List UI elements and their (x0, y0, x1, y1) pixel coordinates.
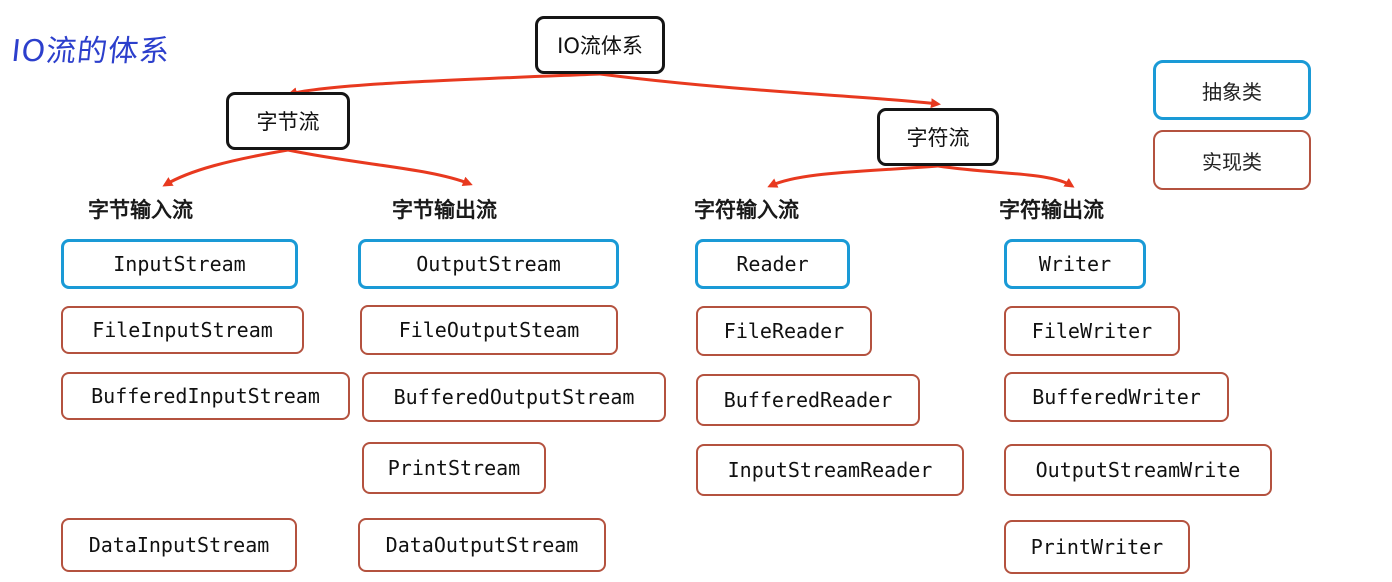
class-box-impl: BufferedOutputStream (362, 372, 666, 422)
class-box-impl: PrintWriter (1004, 520, 1190, 574)
class-box-impl: FileReader (696, 306, 872, 356)
class-box-abstract: OutputStream (358, 239, 619, 289)
class-box-impl: OutputStreamWrite (1004, 444, 1272, 496)
arrow-root-to-char (599, 72, 941, 109)
arrow-char-to-char-output (937, 164, 1075, 188)
arrow-byte-to-byte-output (287, 148, 473, 187)
class-box-impl: FileInputStream (61, 306, 304, 354)
char-input-heading: 字符输入流 (694, 198, 799, 222)
class-box-abstract: Reader (695, 239, 850, 289)
class-box-impl: InputStreamReader (696, 444, 964, 496)
class-box-impl: BufferedWriter (1004, 372, 1229, 422)
arrow-root-to-byte (287, 72, 601, 98)
arrow-byte-to-byte-input (162, 148, 289, 187)
class-box-impl: BufferedInputStream (61, 372, 350, 420)
class-box-impl: PrintStream (362, 442, 546, 494)
byte-stream-node: 字节流 (226, 92, 350, 150)
class-box-impl: BufferedReader (696, 374, 920, 426)
root-node: IO流体系 (535, 16, 665, 74)
class-box-abstract: InputStream (61, 239, 298, 289)
legend-implementation-class: 实现类 (1153, 130, 1311, 190)
page-title: IO流的体系 (9, 34, 172, 69)
class-box-impl: DataOutputStream (358, 518, 606, 572)
char-output-heading: 字符输出流 (999, 198, 1104, 222)
class-box-impl: DataInputStream (61, 518, 297, 572)
arrow-char-to-char-input (767, 164, 939, 188)
byte-input-heading: 字节输入流 (88, 198, 193, 222)
class-box-impl: FileWriter (1004, 306, 1180, 356)
legend-abstract-class: 抽象类 (1153, 60, 1311, 120)
class-box-abstract: Writer (1004, 239, 1146, 289)
char-stream-node: 字符流 (877, 108, 999, 166)
class-box-impl: FileOutputSteam (360, 305, 618, 355)
byte-output-heading: 字节输出流 (392, 198, 497, 222)
